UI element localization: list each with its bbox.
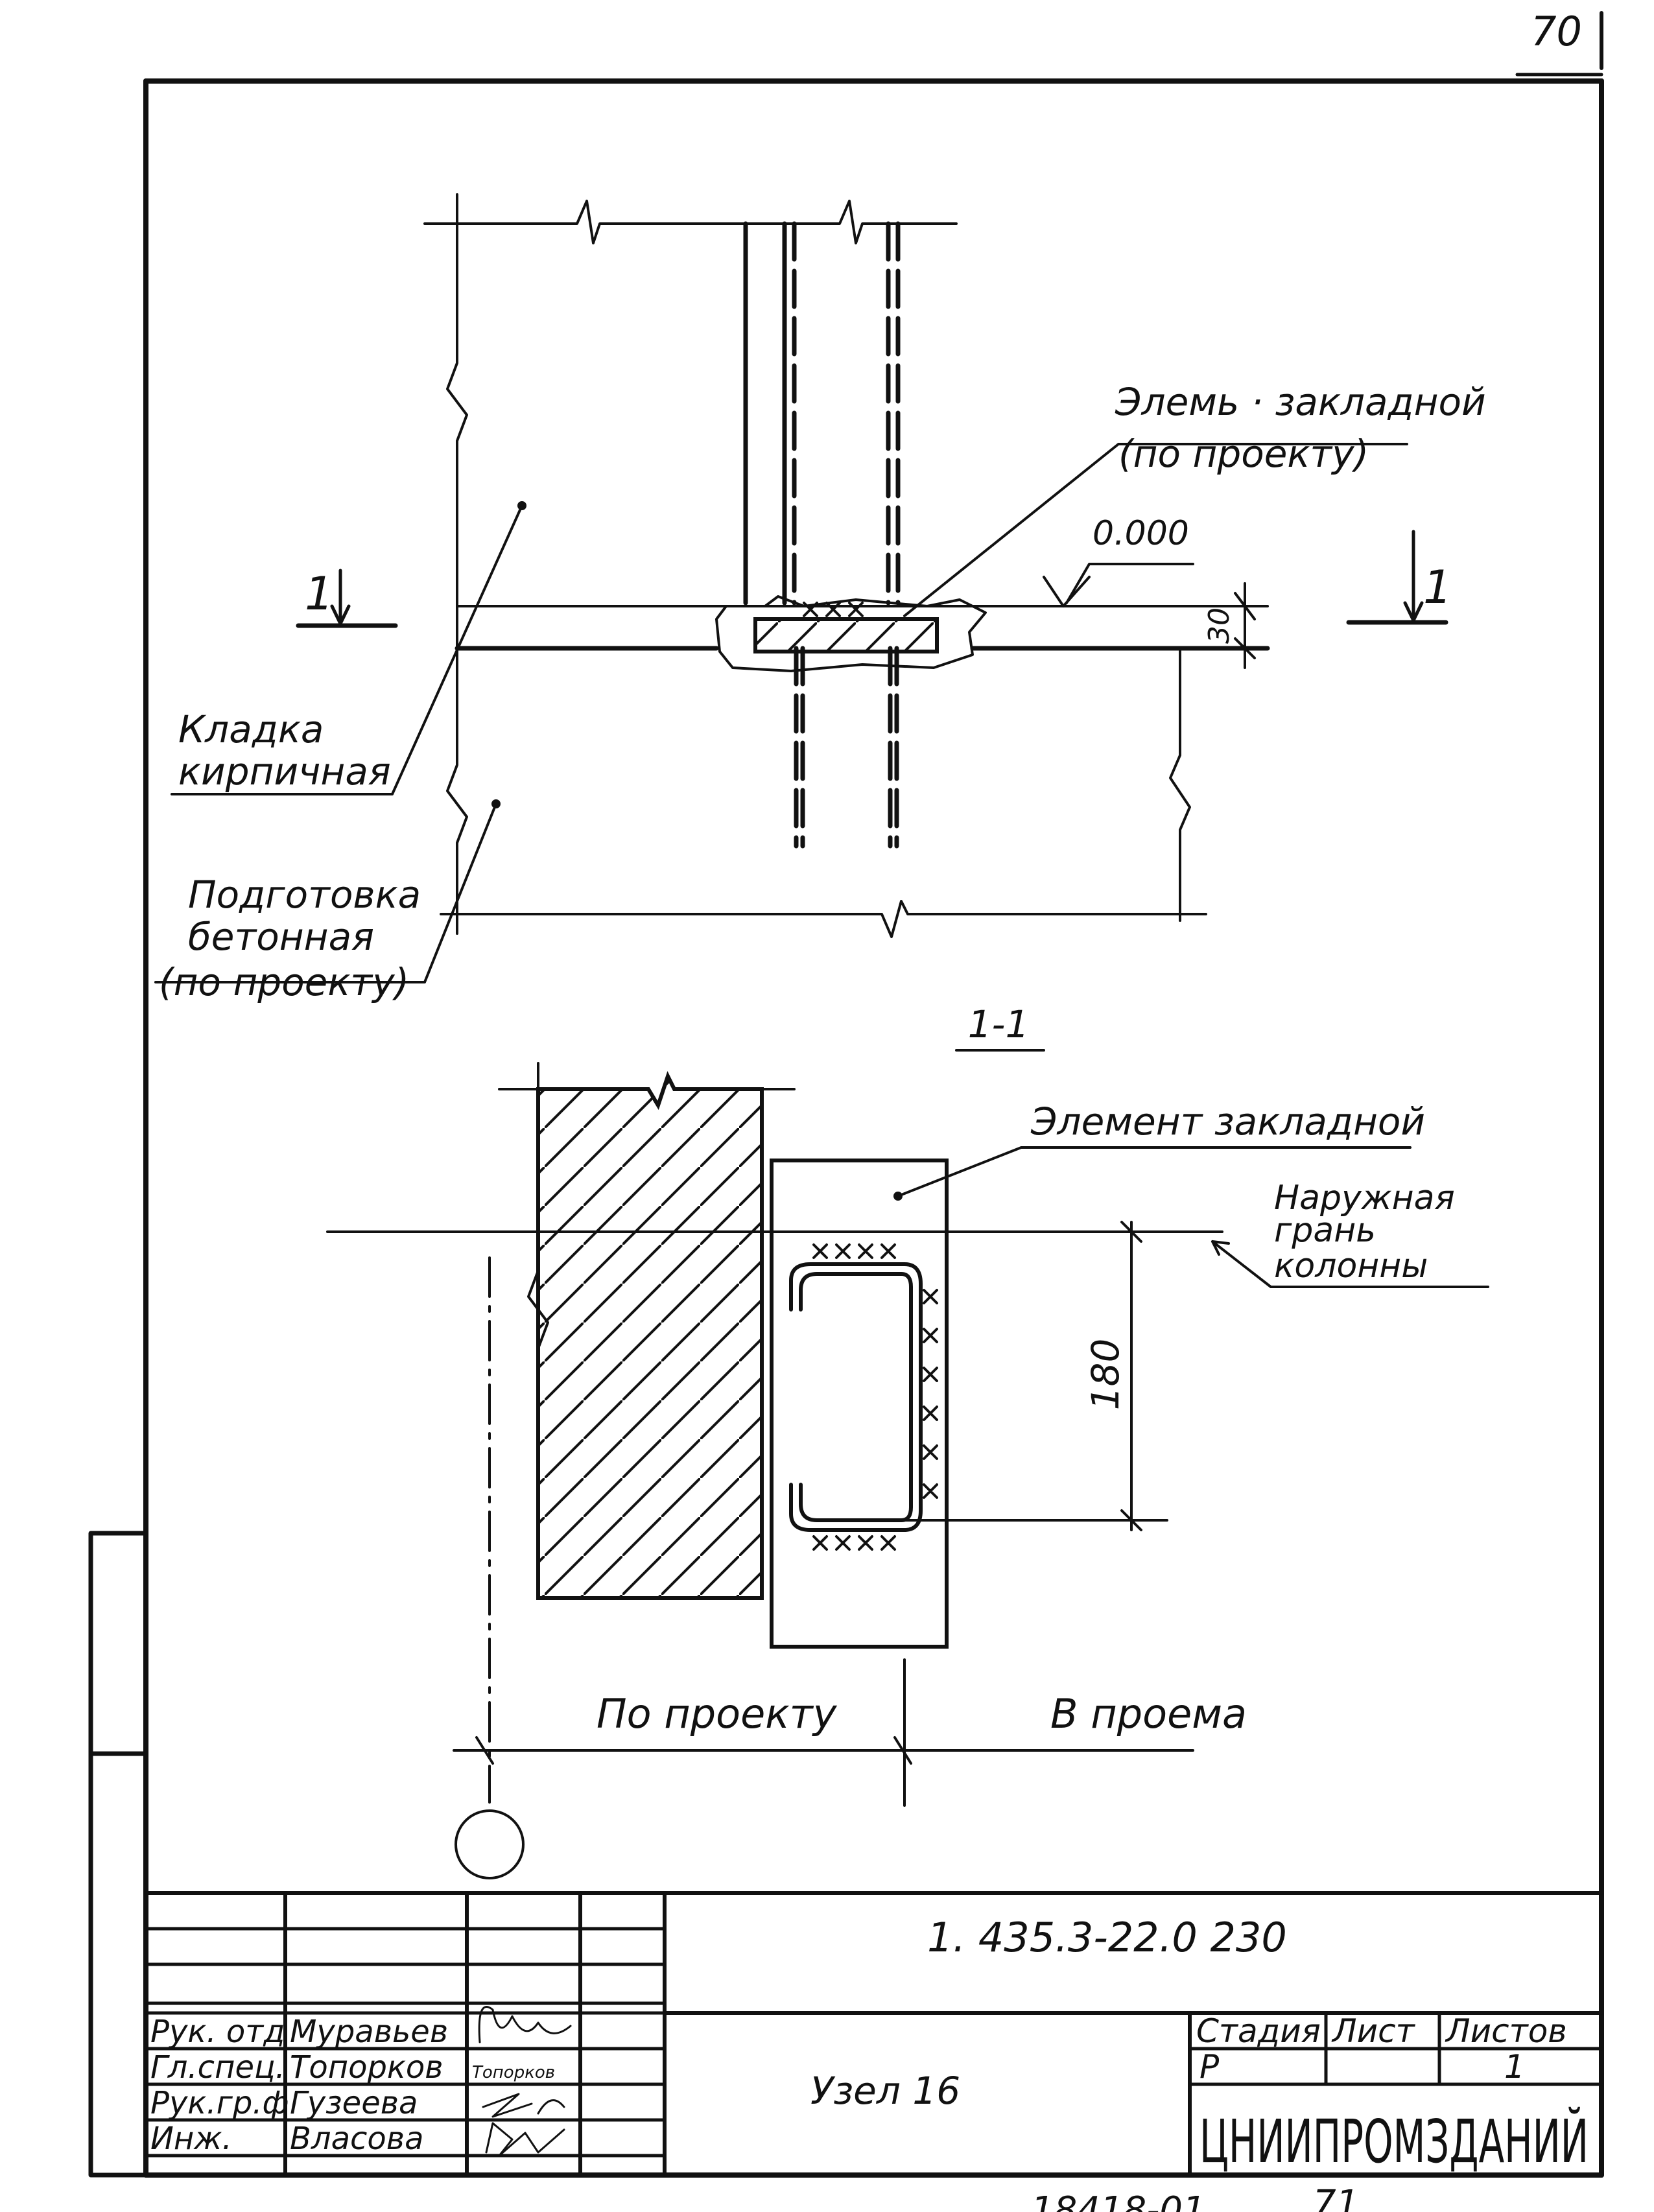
sheet-number-top: 70 (1531, 8, 1582, 55)
callout-face-line3: колонны (1274, 1247, 1428, 1286)
section-mark-left: 1 (305, 567, 334, 620)
section-mark-right: 1 (1423, 561, 1452, 614)
callout-concrete-line3: (по проекту) (159, 960, 409, 1004)
axis-bubble (455, 1809, 525, 1879)
title-block: 1. 435.3-22.0 230 Узел 16 Стадия Лист Ли… (144, 1891, 1603, 2177)
drawing-frame (88, 11, 1604, 2178)
masonry-wall (536, 1071, 764, 1600)
callout-embedded: Элемент закладной (1030, 1100, 1425, 1144)
level-mark: 0.000 (1093, 514, 1189, 553)
role-2: Гл.спец. (150, 2049, 285, 2086)
callout-face-line2: грань (1274, 1211, 1376, 1250)
signature-3 (482, 2093, 565, 2118)
org-name: ЦНИИПРОМЗДАНИЙ (1199, 2106, 1589, 2176)
sheet-number-bottom: 71 (1313, 2183, 1359, 2212)
signature-2: Топорков (472, 2063, 555, 2082)
sheets-header: Листов (1445, 2012, 1567, 2050)
name-1: Муравьев (290, 2014, 448, 2050)
embedded-element (770, 1159, 949, 1649)
sheet-header: Лист (1331, 2012, 1416, 2050)
callout-embedded-line1: Элемь · закладной (1115, 380, 1486, 424)
plan-view: 0.000 30 1 1 Элемь · закладной (по проек… (154, 193, 1486, 1004)
embedded-plate (753, 617, 939, 653)
role-3: Рук.гр.ф (150, 2085, 289, 2121)
section-1-1: 1-1 180 Элемент закладной Наружная (326, 1002, 1489, 1879)
role-4: Инж. (150, 2121, 232, 2157)
callout-concrete-line2: бетонная (188, 915, 374, 959)
name-3: Гузеева (290, 2085, 418, 2121)
label-by-project: По проекту (597, 1690, 838, 1737)
callout-embedded-line2: (по проекту) (1118, 432, 1369, 476)
dim-30: 30 (1203, 607, 1236, 644)
drawing-name: Узел 16 (810, 2069, 960, 2113)
signature-1 (478, 2006, 572, 2043)
label-in-opening: В проема (1050, 1690, 1247, 1737)
stage-header: Стадия (1196, 2012, 1321, 2050)
name-4: Власова (290, 2121, 423, 2157)
section-title: 1-1 (968, 1002, 1030, 1046)
callout-masonry-line2: кирпичная (178, 749, 391, 794)
archive-number: 18418-01 (1031, 2189, 1206, 2212)
signature-4 (485, 2122, 565, 2157)
callout-face-line1: Наружная (1274, 1179, 1455, 1218)
callout-masonry-line1: Кладка (178, 707, 324, 751)
name-2: Топорков (290, 2049, 443, 2086)
sheets-value: 1 (1504, 2048, 1525, 2086)
callout-concrete-line1: Подготовка (188, 873, 421, 917)
dim-180: 180 (1083, 1339, 1128, 1411)
weld-marks (812, 1243, 938, 1551)
role-1: Рук. отд (150, 2014, 285, 2050)
doc-code: 1. 435.3-22.0 230 (927, 1914, 1287, 1961)
stage-value: Р (1199, 2048, 1220, 2086)
